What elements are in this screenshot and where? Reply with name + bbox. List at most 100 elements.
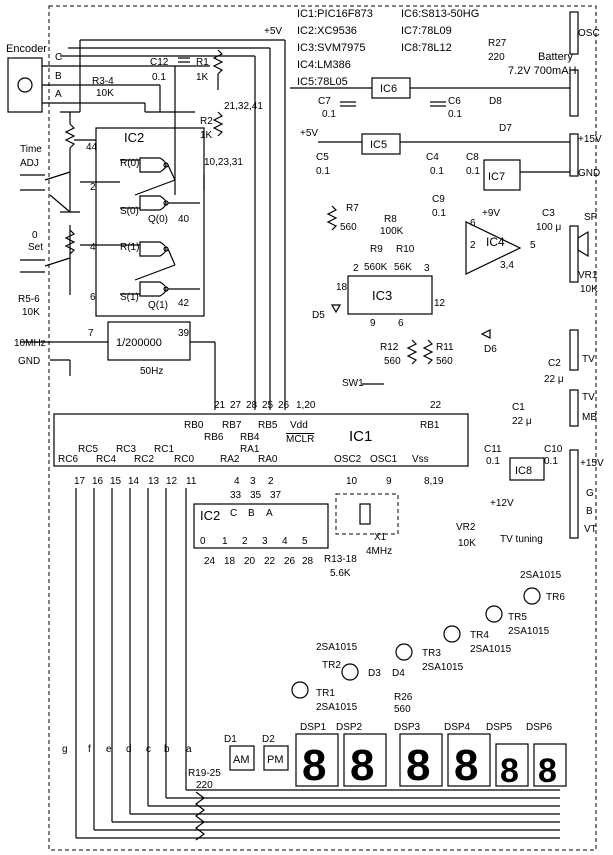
svg-text:0.1: 0.1: [486, 456, 500, 467]
ic2-block: [95, 127, 205, 317]
r2-resistor: [212, 111, 224, 137]
svg-text:11: 11: [186, 476, 197, 487]
ic3-box: [347, 275, 433, 315]
svg-text:220: 220: [196, 780, 213, 791]
svg-text:f: f: [88, 744, 91, 755]
svg-text:7: 7: [88, 328, 94, 339]
svg-text:10MHz: 10MHz: [14, 338, 46, 349]
svg-text:2: 2: [242, 536, 248, 547]
svg-text:C: C: [230, 508, 237, 519]
svg-text:MCLR: MCLR: [286, 434, 314, 445]
svg-text:IC7:78L09: IC7:78L09: [401, 25, 452, 37]
divider-block: [107, 321, 191, 361]
am-led: [229, 745, 255, 771]
svg-text:17: 17: [74, 476, 86, 487]
pm-led: [263, 745, 289, 771]
svg-text:G: G: [586, 488, 594, 499]
svg-text:C6: C6: [448, 96, 461, 107]
svg-text:Q(0): Q(0): [148, 214, 168, 225]
svg-text:44: 44: [86, 142, 98, 153]
svg-text:R26: R26: [394, 692, 413, 703]
svg-text:Set: Set: [28, 242, 43, 253]
svg-text:IC6: IC6: [380, 83, 397, 95]
svg-text:Battery: Battery: [538, 51, 573, 63]
svg-text:IC3: IC3: [372, 288, 392, 303]
svg-text:40: 40: [178, 214, 190, 225]
svg-text:RA0: RA0: [258, 454, 278, 465]
dsp5-digit: 8: [500, 752, 519, 790]
svg-text:SP: SP: [584, 212, 598, 223]
svg-text:IC5: IC5: [370, 139, 387, 151]
svg-text:+15V: +15V: [578, 134, 602, 145]
svg-text:9: 9: [386, 476, 392, 487]
svg-text:S(1): S(1): [120, 292, 139, 303]
svg-text:39: 39: [178, 328, 190, 339]
svg-text:DSP2: DSP2: [336, 722, 363, 733]
svg-text:0.1: 0.1: [152, 72, 166, 83]
svg-text:0: 0: [200, 536, 206, 547]
svg-text:TR2: TR2: [322, 660, 341, 671]
ic2-decoder-box: [193, 503, 329, 549]
svg-text:2: 2: [90, 182, 96, 193]
svg-text:2SA1015: 2SA1015: [316, 702, 358, 713]
svg-text:13: 13: [148, 476, 160, 487]
svg-text:d: d: [126, 744, 132, 755]
svg-text:28: 28: [302, 556, 314, 567]
svg-text:100 μ: 100 μ: [536, 222, 561, 233]
svg-text:5: 5: [530, 240, 536, 251]
svg-text:c: c: [146, 744, 151, 755]
svg-text:RC3: RC3: [116, 444, 136, 455]
svg-text:RB5: RB5: [258, 420, 278, 431]
svg-text:AM: AM: [233, 754, 250, 766]
svg-text:10K: 10K: [22, 307, 40, 318]
svg-text:4: 4: [90, 242, 96, 253]
svg-text:IC2: IC2: [124, 130, 144, 145]
svg-text:0.1: 0.1: [430, 166, 444, 177]
svg-text:TR5: TR5: [508, 612, 527, 623]
svg-text:560: 560: [340, 222, 357, 233]
svg-text:21: 21: [214, 400, 226, 411]
ic4-amp: [465, 221, 522, 275]
svg-text:TR1: TR1: [316, 688, 335, 699]
svg-text:R2: R2: [200, 116, 213, 127]
svg-text:X1: X1: [374, 532, 387, 543]
svg-text:B: B: [248, 508, 255, 519]
svg-text:S(0): S(0): [120, 206, 139, 217]
svg-text:RB1: RB1: [420, 420, 440, 431]
svg-text:DSP6: DSP6: [526, 722, 553, 733]
svg-text:100K: 100K: [380, 226, 404, 237]
svg-text:0.1: 0.1: [466, 166, 480, 177]
svg-text:0.1: 0.1: [322, 109, 336, 120]
svg-text:C2: C2: [548, 358, 561, 369]
svg-text:4: 4: [282, 536, 288, 547]
svg-text:42: 42: [178, 298, 190, 309]
svg-text:15: 15: [110, 476, 122, 487]
svg-text:2: 2: [268, 476, 274, 487]
svg-text:RB0: RB0: [184, 420, 204, 431]
svg-text:IC6:S813-50HG: IC6:S813-50HG: [401, 8, 479, 20]
svg-text:SW1: SW1: [342, 378, 364, 389]
svg-text:0.1: 0.1: [544, 456, 558, 467]
svg-text:5.6K: 5.6K: [330, 568, 351, 579]
svg-text:R1: R1: [196, 57, 209, 68]
svg-text:4: 4: [234, 476, 240, 487]
svg-text:RC5: RC5: [78, 444, 98, 455]
svg-text:0.1: 0.1: [316, 166, 330, 177]
svg-text:18: 18: [336, 282, 348, 293]
svg-text:16: 16: [92, 476, 104, 487]
svg-text:R13-18: R13-18: [324, 554, 357, 565]
svg-text:RC1: RC1: [154, 444, 174, 455]
svg-text:26: 26: [284, 556, 296, 567]
svg-text:10K: 10K: [458, 538, 476, 549]
svg-text:37: 37: [270, 490, 282, 501]
svg-text:B: B: [55, 71, 62, 82]
svg-text:21,32,41: 21,32,41: [224, 101, 263, 112]
svg-text:14: 14: [128, 476, 140, 487]
r19-25-resistors: [195, 791, 205, 841]
svg-text:GND: GND: [578, 168, 600, 179]
svg-text:Vss: Vss: [412, 454, 429, 465]
svg-text:PM: PM: [267, 754, 284, 766]
svg-text:g: g: [62, 744, 68, 755]
svg-text:R7: R7: [346, 203, 359, 214]
svg-text:e: e: [106, 744, 112, 755]
